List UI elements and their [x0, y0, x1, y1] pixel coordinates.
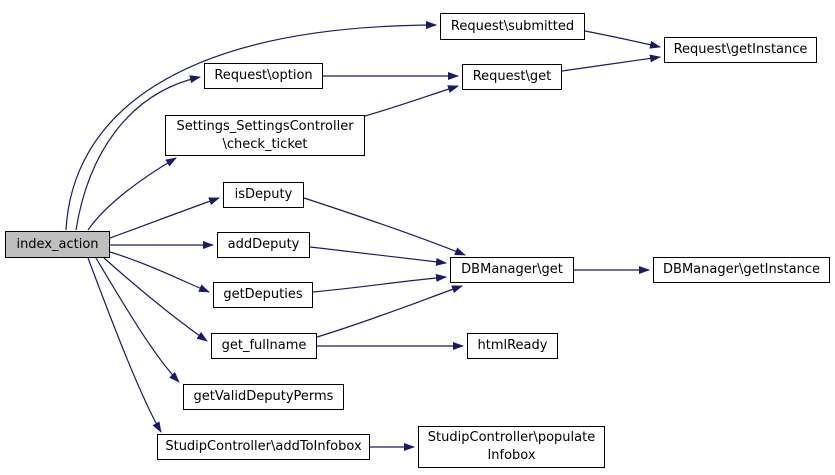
edge-submitted-to-getinstance	[584, 30, 661, 49]
node-adddeputy[interactable]: addDeputy	[217, 232, 310, 258]
edge-isdeputy-to-dbget	[303, 197, 466, 256]
node-request-submitted[interactable]: Request\submitted	[440, 13, 585, 40]
edge-getdeputies-to-dbget	[312, 273, 447, 293]
edge-index-to-addtoinfobox	[87, 257, 162, 433]
node-settings-check-ticket[interactable]: Settings_SettingsController \check_ticke…	[165, 115, 365, 156]
node-index-action: index_action	[5, 231, 110, 258]
node-request-getinstance[interactable]: Request\getInstance	[664, 37, 817, 63]
edge-index-to-check-ticket	[87, 157, 177, 231]
node-dbmanager-get[interactable]: DBManager\get	[450, 257, 574, 283]
node-getvaliddeputyperms[interactable]: getValidDeputyPerms	[183, 384, 344, 410]
node-request-option[interactable]: Request\option	[204, 63, 323, 89]
edge-adddeputy-to-dbget	[309, 246, 447, 266]
edge-check-ticket-to-get	[364, 85, 459, 117]
edge-index-to-getvaliddeputyperms	[95, 257, 180, 383]
node-studipcontroller-addtoinfobox[interactable]: StudipController\addToInfobox	[157, 434, 370, 460]
edge-get-fullname-to-dbget	[316, 285, 463, 338]
edge-index-to-get-fullname	[103, 257, 208, 342]
edge-index-to-option	[75, 75, 201, 231]
edge-index-to-isdeputy	[109, 197, 220, 239]
node-get-fullname[interactable]: get_fullname	[211, 333, 317, 359]
node-studipcontroller-populateinfobox[interactable]: StudipController\populate Infobox	[418, 426, 605, 468]
node-dbmanager-getinstance[interactable]: DBManager\getInstance	[653, 257, 830, 283]
edge-index-to-submitted	[65, 21, 437, 231]
node-getdeputies[interactable]: getDeputies	[213, 282, 313, 308]
edge-index-to-getdeputies	[109, 251, 210, 293]
node-request-get[interactable]: Request\get	[462, 64, 562, 90]
edge-get-to-getinstance	[561, 54, 661, 72]
node-htmlready[interactable]: htmlReady	[467, 333, 558, 359]
node-isdeputy[interactable]: isDeputy	[223, 182, 304, 208]
